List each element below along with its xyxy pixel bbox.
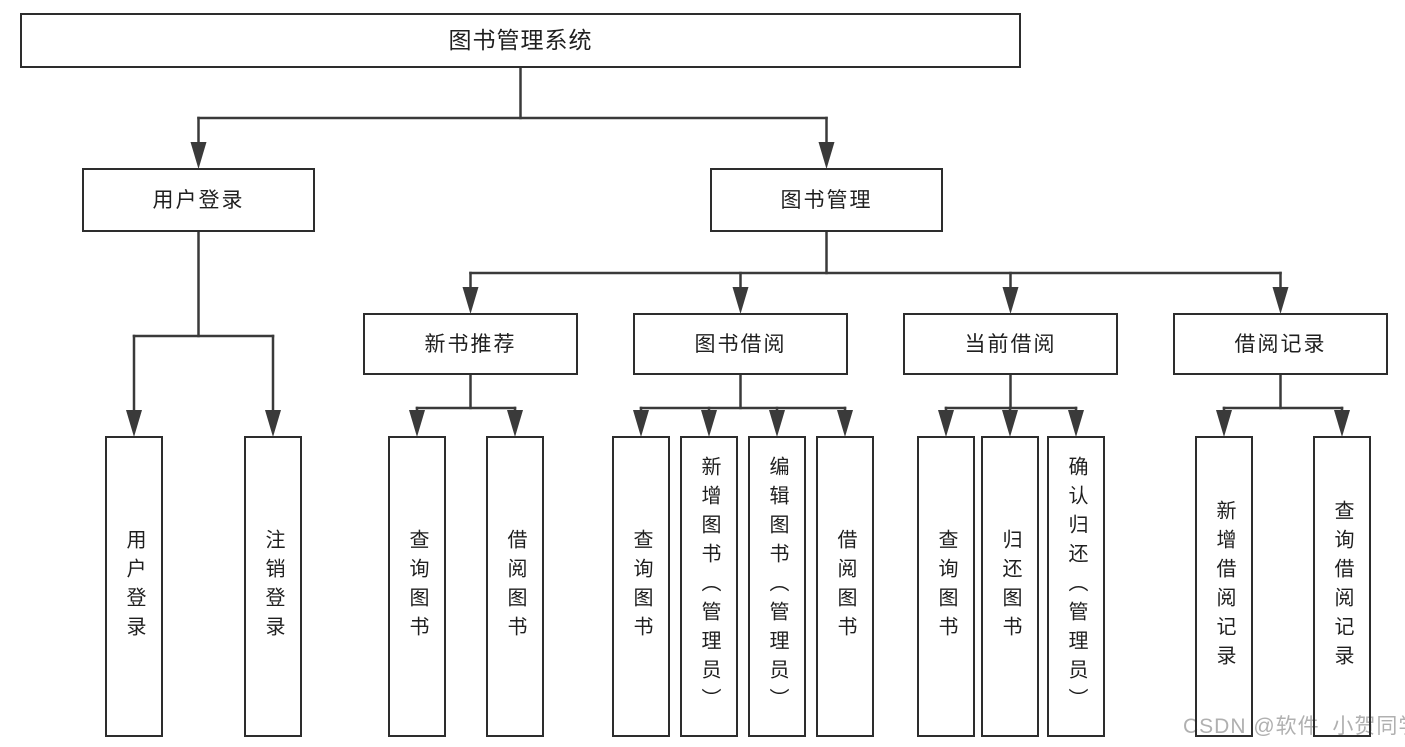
- node-user-login: 用户登录: [82, 168, 315, 232]
- node-root: 图书管理系统: [20, 13, 1021, 68]
- node-cb-query: 查询图书: [917, 436, 975, 737]
- node-br-add: 新增借阅记录: [1195, 436, 1253, 737]
- node-login-user: 用户登录: [105, 436, 163, 737]
- node-br-query: 查询借阅记录: [1313, 436, 1371, 737]
- node-bb-add: 新增图书（管理员）: [680, 436, 738, 737]
- node-logout: 注销登录: [244, 436, 302, 737]
- node-cb-confirm: 确认归还（管理员）: [1047, 436, 1105, 737]
- watermark: CSDN @软件_小贺同学: [1183, 715, 1405, 738]
- node-book-mgmt: 图书管理: [710, 168, 943, 232]
- node-borrow-records: 借阅记录: [1173, 313, 1388, 375]
- node-book-borrow: 图书借阅: [633, 313, 848, 375]
- node-cb-return: 归还图书: [981, 436, 1039, 737]
- node-rec-query: 查询图书: [388, 436, 446, 737]
- node-rec-borrow: 借阅图书: [486, 436, 544, 737]
- node-current-borrow: 当前借阅: [903, 313, 1118, 375]
- node-new-rec: 新书推荐: [363, 313, 578, 375]
- node-bb-query: 查询图书: [612, 436, 670, 737]
- node-bb-edit: 编辑图书（管理员）: [748, 436, 806, 737]
- node-bb-borrow: 借阅图书: [816, 436, 874, 737]
